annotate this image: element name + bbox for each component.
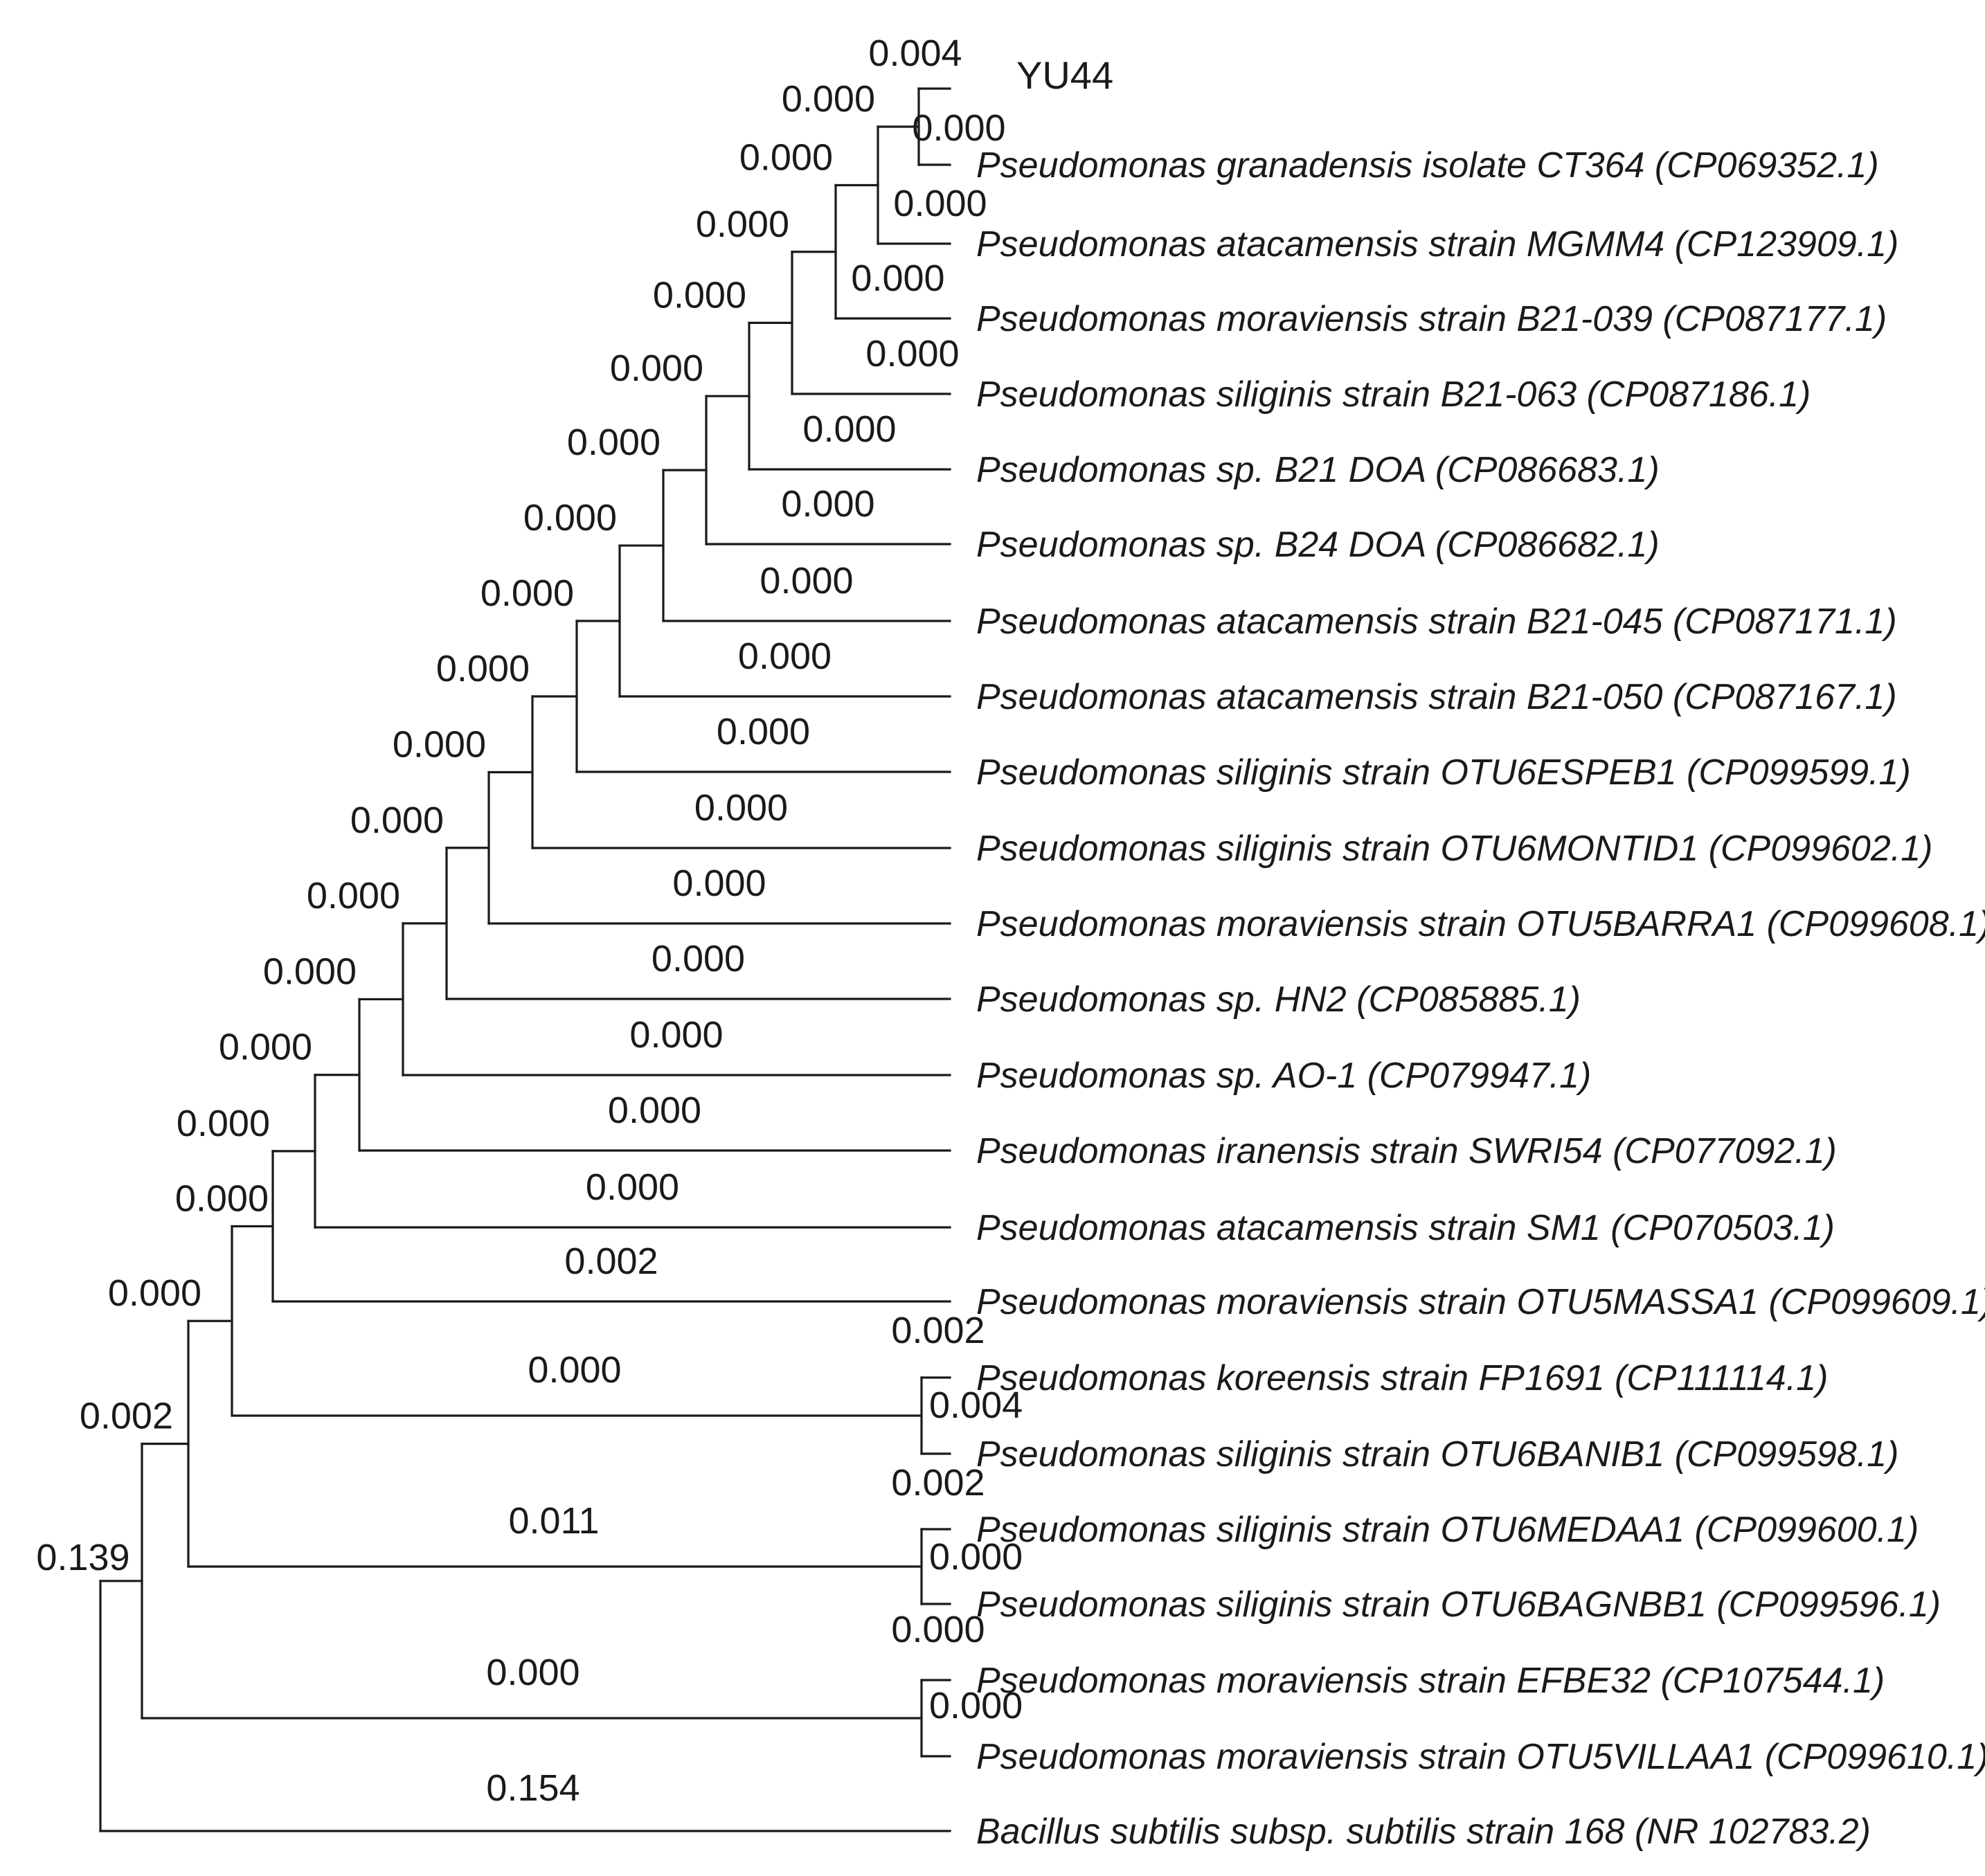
branch-length-L19: 0.004 <box>929 1385 1023 1426</box>
leaf-label-l17: Pseudomonas moraviensis strain OTU5MASSA… <box>976 1282 1985 1322</box>
branch-length-A8: 0.000 <box>480 572 574 614</box>
branch-length-A15: 0.000 <box>177 1103 270 1144</box>
leaf-label-l5: Pseudomonas siliginis strain B21-063 (CP… <box>976 375 1811 415</box>
leaf-label-l6: Pseudomonas sp. B21 DOA (CP086683.1) <box>976 450 1660 490</box>
tree-branches <box>99 87 951 1832</box>
branch-length-A11: 0.000 <box>350 800 444 841</box>
branch-length-L11: 0.000 <box>694 787 788 829</box>
branch-length-L5: 0.000 <box>865 333 959 375</box>
branch-length-L4: 0.000 <box>851 258 944 299</box>
leaf-label-l22: Pseudomonas moraviensis strain EFBE32 (C… <box>976 1661 1885 1701</box>
branch-length-A2: 0.000 <box>739 137 833 179</box>
branch-length-A16: 0.000 <box>108 1272 201 1314</box>
branch-length-L12: 0.000 <box>672 863 766 904</box>
leaf-label-l16: Pseudomonas atacamensis strain SM1 (CP07… <box>976 1208 1835 1248</box>
leaf-label-l23: Pseudomonas moraviensis strain OTU5VILLA… <box>976 1737 1985 1777</box>
branch-length-A4: 0.000 <box>653 274 746 316</box>
branch-length-L7: 0.000 <box>781 483 874 525</box>
leaf-label-l10: Pseudomonas siliginis strain OTU6ESPEB1 … <box>976 752 1911 793</box>
leaf-label-l19: Pseudomonas siliginis strain OTU6BANIB1 … <box>976 1434 1898 1474</box>
branch-length-A7: 0.000 <box>523 497 617 539</box>
leaf-label-l24: Bacillus subtilis subsp. subtilis strain… <box>976 1812 1871 1852</box>
leaf-label-l15: Pseudomonas iranensis strain SWRI54 (CP0… <box>976 1131 1837 1171</box>
branch-length-L3: 0.000 <box>893 183 987 224</box>
branch-length-A17: 0.002 <box>80 1396 173 1437</box>
branch-length-A13: 0.000 <box>263 950 357 992</box>
leaf-label-l20: Pseudomonas siliginis strain OTU6MEDAA1 … <box>976 1510 1919 1550</box>
branch-length-C3: 0.000 <box>486 1652 580 1693</box>
branch-length-L2: 0.000 <box>912 107 1005 149</box>
leaf-label-l18: Pseudomonas koreensis strain FP1691 (CP1… <box>976 1358 1828 1398</box>
leaf-label-l7: Pseudomonas sp. B24 DOA (CP086682.1) <box>976 525 1660 565</box>
branch-length-A15: 0.000 <box>175 1178 269 1219</box>
branch-length-A6: 0.000 <box>567 422 661 463</box>
branch-length-A14: 0.000 <box>219 1027 312 1068</box>
leaf-label-l3: Pseudomonas atacamensis strain MGMM4 (CP… <box>976 224 1898 264</box>
branch-length-L22: 0.000 <box>891 1609 985 1650</box>
branch-length-L17: 0.002 <box>564 1241 658 1282</box>
leaf-label-l4: Pseudomonas moraviensis strain B21-039 (… <box>976 299 1887 339</box>
leaf-label-l2: Pseudomonas granadensis isolate CT364 (C… <box>976 145 1879 186</box>
branch-length-L6: 0.000 <box>802 408 896 450</box>
leaf-label-l21: Pseudomonas siliginis strain OTU6BAGNBB1… <box>976 1585 1941 1625</box>
leaf-label-l8: Pseudomonas atacamensis strain B21-045 (… <box>976 602 1897 642</box>
branch-length-L16: 0.000 <box>586 1166 679 1208</box>
branch-length-L10: 0.000 <box>717 711 810 752</box>
branch-length-labels: 0.004 0.000 0.000 0.000 0.000 0.000 0.000 0.000… <box>36 33 1023 1809</box>
branch-length-A1: 0.000 <box>782 78 875 120</box>
branch-length-L1: 0.004 <box>868 33 962 74</box>
branch-length-C2: 0.011 <box>508 1500 599 1542</box>
branch-length-C1: 0.000 <box>528 1349 621 1391</box>
leaf-label-l12: Pseudomonas moraviensis strain OTU5BARRA… <box>976 904 1985 944</box>
branch-length-A5: 0.000 <box>610 348 703 389</box>
leaf-label-l13: Pseudomonas sp. HN2 (CP085885.1) <box>976 980 1581 1020</box>
branch-length-L8: 0.000 <box>760 560 853 602</box>
branch-length-L24: 0.154 <box>486 1767 580 1809</box>
branch-length-L20: 0.002 <box>891 1462 985 1504</box>
leaf-label-l11: Pseudomonas siliginis strain OTU6MONTID1… <box>976 829 1932 869</box>
branch-length-L18: 0.002 <box>891 1310 985 1351</box>
leaf-label-l9: Pseudomonas atacamensis strain B21-050 (… <box>976 677 1897 717</box>
leaf-label-l1: YU44 <box>1016 53 1113 97</box>
branch-length-L23: 0.000 <box>929 1685 1023 1726</box>
branch-length-L21: 0.000 <box>929 1536 1023 1578</box>
branch-length-A18: 0.139 <box>36 1537 129 1578</box>
branch-length-L13: 0.000 <box>652 938 745 980</box>
leaf-label-l14: Pseudomonas sp. AO-1 (CP079947.1) <box>976 1056 1591 1096</box>
branch-length-A9: 0.000 <box>436 648 530 689</box>
branch-length-A12: 0.000 <box>307 875 400 917</box>
branch-length-L14: 0.000 <box>629 1014 723 1056</box>
branch-length-L15: 0.000 <box>608 1090 701 1131</box>
branch-length-A3: 0.000 <box>696 204 789 245</box>
branch-length-A10: 0.000 <box>393 724 486 766</box>
branch-length-L9: 0.000 <box>738 635 832 677</box>
